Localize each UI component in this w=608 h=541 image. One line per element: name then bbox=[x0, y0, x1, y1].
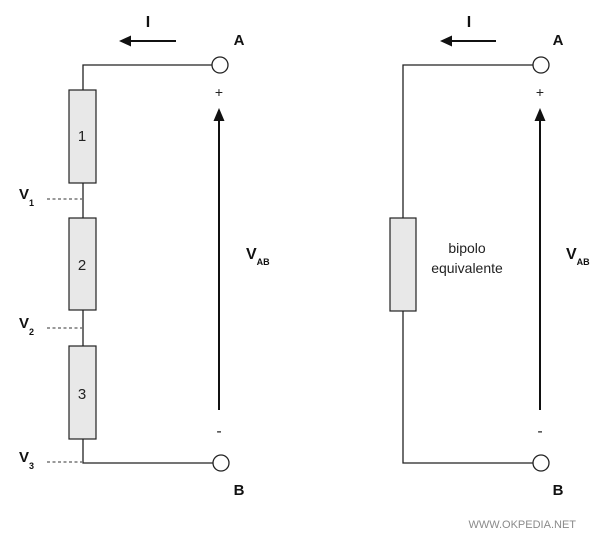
equivalent-bipole bbox=[389, 217, 417, 312]
left-circuit: 1 2 3 V1 V2 V3 A B I + - VAB bbox=[19, 14, 270, 499]
right-voltage-main: V bbox=[566, 246, 577, 263]
node-v1-sub: 1 bbox=[29, 198, 34, 208]
node-v2-sub: 2 bbox=[29, 327, 34, 337]
right-voltage-arrow-icon bbox=[534, 108, 546, 410]
left-minus-sign: - bbox=[216, 423, 221, 440]
node-v3-main: V bbox=[19, 449, 29, 466]
node-v1-label: V1 bbox=[19, 186, 34, 208]
resistor-2-label: 2 bbox=[78, 257, 86, 274]
left-plus-sign: + bbox=[215, 84, 223, 100]
resistor-3-label: 3 bbox=[78, 386, 86, 403]
right-terminal-b bbox=[532, 454, 550, 472]
resistor-3 bbox=[68, 345, 97, 440]
node-v1-main: V bbox=[19, 186, 29, 203]
left-voltage-arrow-icon bbox=[213, 108, 225, 410]
node-v3-sub: 3 bbox=[29, 461, 34, 471]
left-top-wire bbox=[82, 64, 212, 90]
node-v3-label: V3 bbox=[19, 449, 34, 471]
right-minus-sign: - bbox=[537, 423, 542, 440]
left-voltage-sub: AB bbox=[257, 257, 270, 267]
resistor-1-label: 1 bbox=[78, 128, 86, 145]
right-terminal-a-label: A bbox=[553, 32, 564, 49]
right-terminal-b-label: B bbox=[553, 482, 564, 499]
right-voltage-label: VAB bbox=[566, 246, 590, 267]
node-v2-label: V2 bbox=[19, 315, 34, 337]
left-terminal-b-label: B bbox=[234, 482, 245, 499]
left-terminal-a-label: A bbox=[234, 32, 245, 49]
right-top-wire bbox=[402, 64, 533, 218]
resistor-1 bbox=[68, 89, 97, 184]
right-circuit: bipolo equivalente A B I + - VAB bbox=[389, 14, 590, 499]
bipole-label-line1: bipolo bbox=[448, 240, 486, 256]
right-current-arrow-icon bbox=[440, 35, 496, 47]
left-voltage-main: V bbox=[246, 246, 257, 263]
right-bottom-wire bbox=[402, 311, 533, 464]
right-voltage-sub: AB bbox=[577, 257, 590, 267]
resistor-2 bbox=[68, 217, 97, 311]
left-bottom-wire bbox=[82, 439, 213, 464]
left-voltage-label: VAB bbox=[246, 246, 270, 267]
right-current-label: I bbox=[467, 14, 471, 31]
bipole-label-line2: equivalente bbox=[431, 260, 503, 276]
left-current-arrow-icon bbox=[119, 35, 176, 47]
watermark: WWW.OKPEDIA.NET bbox=[468, 519, 576, 531]
left-current-label: I bbox=[146, 14, 150, 31]
left-terminal-b bbox=[212, 454, 230, 472]
node-v2-main: V bbox=[19, 315, 29, 332]
right-plus-sign: + bbox=[536, 84, 544, 100]
left-terminal-a bbox=[211, 56, 229, 74]
right-terminal-a bbox=[532, 56, 550, 74]
